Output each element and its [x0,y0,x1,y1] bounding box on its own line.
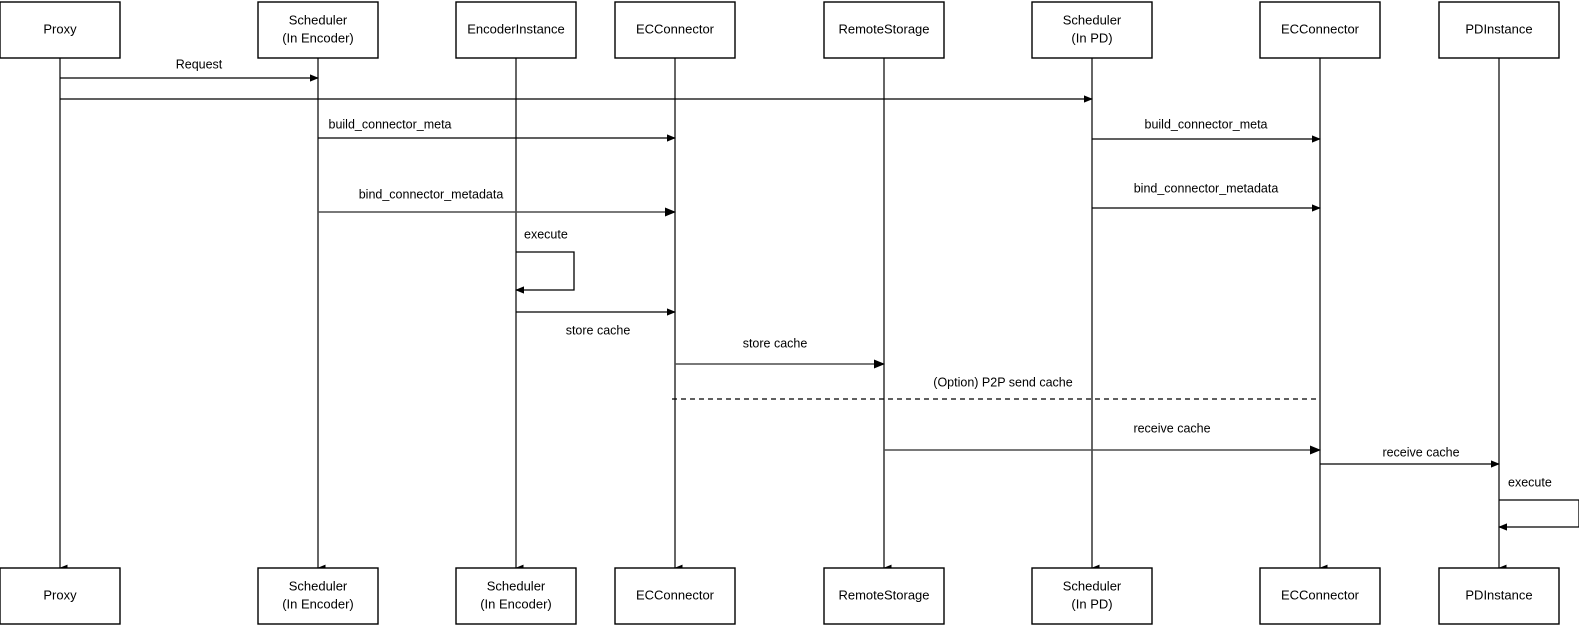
participant-box-rect-pd_inst [1438,1,1560,59]
participant-bottom-sched_enc[interactable]: Scheduler (In Encoder) [257,567,379,625]
message-label-store_cache_1: store cache [566,323,631,337]
participant-top-remote_store[interactable]: RemoteStorage [823,1,945,59]
participant-top-ec_conn_1[interactable]: ECConnector [614,1,736,59]
participant-label-ec_conn_1: ECConnector [636,587,715,602]
participant-top-sched_pd[interactable]: Scheduler (In PD) [1031,1,1153,59]
participant-box-rect-sched_enc [257,567,379,625]
participant-label-sched_enc-line1: Scheduler [289,12,348,27]
participant-box-rect-ec_conn_2 [1259,567,1381,625]
participant-top-ec_conn_2[interactable]: ECConnector [1259,1,1381,59]
message-label-build_meta_pd: build_connector_meta [1145,117,1268,131]
message-store_cache_2: store cache [675,336,886,369]
participant-bottom-ec_conn_1[interactable]: ECConnector [614,567,736,625]
participant-label-encoder_inst: EncoderInstance [467,21,565,36]
participant-label-proxy: Proxy [43,587,77,602]
participant-box-rect-encoder_inst [455,1,577,59]
participant-label-sched_pd-line2: (In PD) [1071,30,1112,45]
message-label-receive_cache_2: receive cache [1382,445,1459,459]
participant-label-encoder_inst-line1: Scheduler [487,578,546,593]
participant-bottom-remote_store[interactable]: RemoteStorage [823,567,945,625]
participant-top-proxy[interactable]: Proxy [0,1,121,59]
participant-box-rect-ec_conn_1 [614,567,736,625]
participant-box-rect-sched_enc [257,1,379,59]
self-message-execute_pdinst: execute [1498,475,1579,531]
participant-box-rect-ec_conn_2 [1259,1,1381,59]
message-build_meta_pd: build_connector_meta [1092,117,1321,143]
participant-label-sched_pd-line1: Scheduler [1063,578,1122,593]
message-label-receive_cache_1: receive cache [1133,421,1210,435]
participant-label-proxy: Proxy [43,21,77,36]
message-build_meta_enc: build_connector_meta [318,117,676,142]
participant-label-sched_enc-line1: Scheduler [289,578,348,593]
message-label-bind_meta_pd: bind_connector_metadata [1134,181,1279,195]
participant-bottom-encoder_inst[interactable]: Scheduler (In Encoder) [455,567,577,625]
message-label-build_meta_enc: build_connector_meta [329,117,452,131]
participant-box-rect-proxy [0,567,121,625]
participant-box-rect-proxy [0,1,121,59]
participant-bottom-proxy[interactable]: Proxy [0,567,121,625]
participant-bottom-sched_pd[interactable]: Scheduler (In PD) [1031,567,1153,625]
messages-group: Request build_connector_meta build_connect… [60,57,1500,468]
message-label-store_cache_2: store cache [743,336,808,350]
participant-label-encoder_inst-line2: (In Encoder) [480,596,552,611]
self-messages-group: execute execute [515,227,1579,531]
participant-label-sched_enc-line2: (In Encoder) [282,30,354,45]
message-bind_meta_pd: bind_connector_metadata [1092,181,1321,212]
message-label-p2p_send_cache: (Option) P2P send cache [933,375,1072,389]
message-receive_cache_1: receive cache [884,421,1322,455]
message-request: Request [60,57,319,82]
participant-label-remote_store: RemoteStorage [838,21,929,36]
participant-box-rect-sched_pd [1031,567,1153,625]
participant-box-rect-ec_conn_1 [614,1,736,59]
participant-bottom-ec_conn_2[interactable]: ECConnector [1259,567,1381,625]
self-message-label-execute_encoder: execute [524,227,568,241]
participant-label-sched_enc-line2: (In Encoder) [282,596,354,611]
message-receive_cache_2: receive cache [1320,445,1500,468]
participant-top-encoder_inst[interactable]: EncoderInstance [455,1,577,59]
participant-label-pd_inst: PDInstance [1465,21,1532,36]
participant-bottom-pd_inst[interactable]: PDInstance [1438,567,1560,625]
message-store_cache_1: store cache [516,308,676,337]
participant-box-rect-remote_store [823,567,945,625]
participant-top-sched_enc[interactable]: Scheduler (In Encoder) [257,1,379,59]
self-loop-path-execute_encoder [515,251,575,294]
participant-top-pd_inst[interactable]: PDInstance [1438,1,1560,59]
participant-label-remote_store: RemoteStorage [838,587,929,602]
participant-box-rect-encoder_inst [455,567,577,625]
participant-label-pd_inst: PDInstance [1465,587,1532,602]
self-loop-path-execute_pdinst [1498,499,1579,531]
participant-box-rect-sched_pd [1031,1,1153,59]
participant-label-ec_conn_1: ECConnector [636,21,715,36]
participant-box-rect-remote_store [823,1,945,59]
participant-label-sched_pd-line1: Scheduler [1063,12,1122,27]
lifelines-group [59,58,1507,572]
message-label-bind_meta_enc: bind_connector_metadata [359,187,504,201]
participant-box-rect-pd_inst [1438,567,1560,625]
participant-label-sched_pd-line2: (In PD) [1071,596,1112,611]
message-p2p_send_cache: (Option) P2P send cache [672,375,1320,400]
self-message-execute_encoder: execute [515,227,575,294]
self-message-label-execute_pdinst: execute [1508,475,1552,489]
message-label-request: Request [176,57,223,71]
message-bind_meta_enc: bind_connector_metadata [318,187,677,217]
participant-label-ec_conn_2: ECConnector [1281,587,1360,602]
participant-label-ec_conn_2: ECConnector [1281,21,1360,36]
